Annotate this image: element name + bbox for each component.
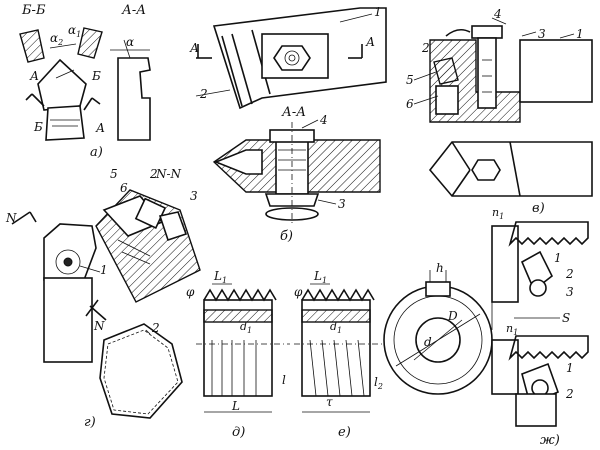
part-3-nn: 3 bbox=[190, 189, 198, 203]
clamp-head-v bbox=[471, 25, 503, 39]
D-label: D bbox=[447, 309, 458, 323]
insert-upper-zh bbox=[520, 250, 554, 292]
fig-label-v: в) bbox=[532, 201, 545, 216]
figure-a: Б-Б А-А Б А А Б α2 α1 α а) bbox=[19, 3, 151, 160]
label-A-upper: А bbox=[29, 69, 39, 83]
tool-shank-a bbox=[45, 105, 85, 141]
d-label: d bbox=[424, 335, 432, 349]
figure-v: 4 3 1 2 5 6 в) bbox=[406, 7, 593, 216]
insert-section-v bbox=[433, 57, 459, 85]
part-1-zh-upper: 1 bbox=[554, 251, 562, 265]
section-label-nn: N-N bbox=[155, 167, 182, 181]
tool-head-plan bbox=[43, 223, 97, 281]
part-1-nn: 1 bbox=[100, 263, 108, 277]
l-label-d: l bbox=[282, 373, 286, 387]
part-3-zh-upper: 3 bbox=[566, 285, 574, 299]
part-2-zh-lower: 2 bbox=[565, 387, 574, 401]
alpha1-label: α1 bbox=[68, 23, 81, 39]
phi-label-e: φ bbox=[294, 285, 303, 299]
holder-shank-v bbox=[519, 39, 593, 103]
alpha2-label: α2 bbox=[50, 31, 63, 47]
fig-label-d: д) bbox=[232, 425, 245, 440]
fig-label-g: г) bbox=[84, 415, 96, 430]
fig-label-b: б) bbox=[280, 229, 293, 244]
L1-label-d: L1 bbox=[213, 269, 227, 285]
part-2-v: 2 bbox=[421, 41, 430, 55]
d1-label-e: d1 bbox=[330, 320, 342, 335]
figure-ring: d D h bbox=[383, 261, 493, 395]
thread-section-d bbox=[203, 309, 273, 323]
label-B-lower: Б bbox=[33, 120, 43, 134]
thread-section-e bbox=[301, 309, 371, 323]
part-1-zh-lower: 1 bbox=[566, 361, 574, 375]
phi-label-d: φ bbox=[186, 285, 195, 299]
figure-e: L1 φ d1 τ l2 е) bbox=[294, 269, 384, 440]
section-label-aa-b: А-А bbox=[281, 105, 306, 120]
fig-label-zh: ж) bbox=[540, 433, 560, 448]
part-5-v: 5 bbox=[406, 73, 414, 87]
label-N-lower: N bbox=[93, 319, 105, 333]
label-A-b-left: А bbox=[189, 41, 199, 55]
tau-label-e: τ bbox=[326, 395, 333, 409]
fig-label-a: а) bbox=[90, 145, 103, 160]
clamp-screw-v bbox=[477, 37, 497, 109]
part-1-v: 1 bbox=[576, 27, 584, 41]
tool-body-a bbox=[37, 58, 87, 111]
part-2-nn: 2 bbox=[149, 167, 158, 181]
part-3-b: 3 bbox=[338, 197, 346, 211]
figure-b: А А 1 2 А-А 4 3 б) bbox=[189, 5, 387, 244]
section-label-bb: Б-Б bbox=[21, 3, 46, 18]
label-B-upper: Б bbox=[91, 69, 101, 83]
alpha-label: α bbox=[126, 35, 134, 49]
L-label-d: L bbox=[231, 399, 240, 413]
d1-label-d: d1 bbox=[240, 320, 252, 335]
n1-label-lower: n1 bbox=[506, 322, 518, 337]
n1-label-upper: n1 bbox=[492, 206, 504, 221]
tool-shank-plan bbox=[43, 277, 93, 363]
figure-g: 2 г) bbox=[84, 321, 183, 430]
part-4-b: 4 bbox=[319, 113, 328, 127]
fig-label-e: е) bbox=[338, 425, 351, 440]
insert-outline-g bbox=[99, 323, 183, 419]
part-2-g: 2 bbox=[151, 321, 160, 335]
part-6-nn: 6 bbox=[120, 181, 128, 195]
holder-lower-zh bbox=[491, 339, 519, 395]
section-label-aa-a: А-А bbox=[121, 3, 146, 18]
ring-key bbox=[425, 281, 451, 297]
part-2-b: 2 bbox=[199, 87, 208, 101]
h-label: h bbox=[436, 261, 444, 275]
holder-upper-zh bbox=[491, 225, 519, 303]
tool-lower-zh bbox=[515, 393, 557, 427]
part-6-v: 6 bbox=[406, 97, 414, 111]
hex-v bbox=[471, 159, 501, 181]
label-A-b-right: А bbox=[365, 35, 375, 49]
part-5-nn: 5 bbox=[110, 167, 118, 181]
l2-label-e: l2 bbox=[374, 375, 383, 391]
part-2-zh-upper: 2 bbox=[565, 267, 574, 281]
insert-right-section bbox=[77, 27, 103, 59]
part-1-b: 1 bbox=[374, 5, 382, 19]
shim-v bbox=[435, 85, 459, 115]
holder-plan-v bbox=[428, 141, 593, 197]
label-A-lower: А bbox=[95, 121, 105, 135]
part-3-v: 3 bbox=[538, 27, 546, 41]
hex-nut bbox=[273, 45, 311, 71]
S-label: S bbox=[562, 311, 570, 325]
screw-nn bbox=[158, 211, 188, 242]
insert-left-section bbox=[19, 29, 45, 63]
insert-section-b bbox=[213, 149, 263, 175]
figure-nn: N-N 5 6 4 2 3 N N 1 bbox=[5, 167, 201, 363]
figure-d: L1 φ d1 L l д) bbox=[186, 269, 290, 440]
label-N-upper: N bbox=[5, 211, 17, 225]
figure-zh: n1 1 2 3 S n1 1 2 ж) bbox=[491, 206, 589, 448]
L1-label-e: L1 bbox=[313, 269, 327, 285]
part-4-v: 4 bbox=[493, 7, 502, 21]
tool-side-view bbox=[117, 57, 151, 141]
